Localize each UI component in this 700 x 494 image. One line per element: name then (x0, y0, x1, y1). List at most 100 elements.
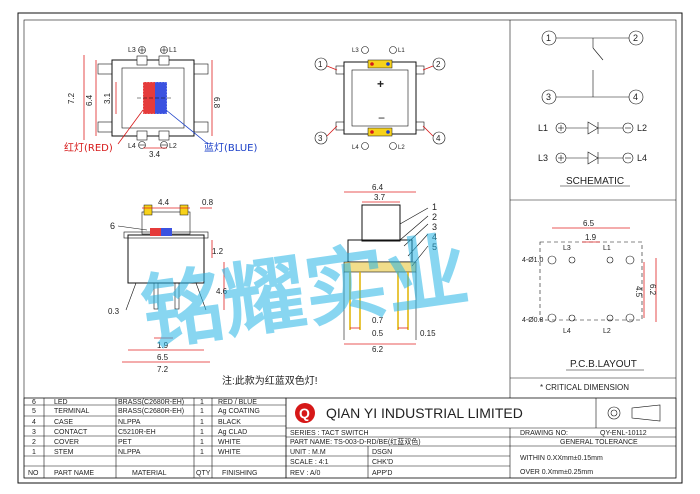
title-block: Q QIAN YI INDUSTRIAL LIMITED SERIES : TA… (285, 397, 677, 479)
blue-led-label: 蓝灯(BLUE) (204, 142, 257, 154)
side-dim-1-2: 1.2 (212, 247, 224, 256)
schematic: 1 2 3 4 L1 L2 L3 L4 SCHEMATIC (538, 30, 647, 187)
critical-dimension: * CRITICAL DIMENSION (540, 383, 629, 392)
bom-cell-qty: 1 (200, 439, 204, 446)
dim-6-8: 6.8 (212, 97, 221, 109)
pin-label-l3: L3 (128, 47, 136, 54)
side-callout-6: 6 (110, 221, 115, 231)
chkd-text: CHK'D (372, 459, 393, 466)
front-callout-5: 5 (432, 242, 437, 252)
pcb-hole-big: 4-Ø1.0 (522, 257, 544, 264)
bom-cell-no: 4 (32, 419, 36, 426)
bom-cell-material: NLPPA (118, 419, 141, 426)
sch-num-3: 3 (546, 92, 551, 102)
sw-num-2: 2 (436, 60, 441, 69)
bom-cell-name: CONTACT (54, 429, 88, 436)
bom-cell-no: 1 (32, 449, 36, 456)
dim-3-1: 3.1 (103, 92, 112, 104)
tolerance-over: OVER 0.Xmm±0.25mm (520, 469, 593, 476)
company-name: QIAN YI INDUSTRIAL LIMITED (326, 405, 523, 421)
front-callout-1: 1 (432, 202, 437, 212)
top-view-inner (121, 67, 185, 129)
bom-cell-qty: 1 (200, 429, 204, 436)
pcb-hole-small: 4-Ø0.8 (522, 317, 544, 324)
front-dim-6-2: 6.2 (372, 345, 384, 354)
sw-pin-l4: L4 (352, 145, 359, 151)
minus-sign: − (378, 111, 385, 125)
front-callout-3: 3 (432, 222, 437, 232)
bom-cell-name: TERMINAL (54, 408, 90, 415)
pcb-outline (539, 241, 643, 321)
bom-cell-name: STEM (54, 449, 74, 456)
bom-cell-finish: WHITE (218, 439, 241, 446)
side-dim-7-2: 7.2 (157, 365, 169, 374)
pcb-pin-l4: L4 (563, 328, 571, 335)
front-stem (361, 204, 401, 242)
bom-cell-qty: 1 (200, 399, 204, 406)
bom-cell-qty: 1 (200, 449, 204, 456)
watermark: 铭耀实业 (136, 223, 474, 363)
bom-hdr-name: PART NAME (54, 470, 94, 477)
plus-sign: + (377, 77, 384, 91)
appd-text: APP'D (372, 470, 392, 477)
sw-num-1: 1 (318, 60, 323, 69)
drawing-no-label: DRAWING NO: (520, 430, 568, 437)
rev-text: REV : A/0 (290, 470, 320, 477)
pcb-dim-4-5: 4.5 (634, 286, 643, 298)
note-text: 注:此款为红蓝双色灯! (222, 374, 318, 387)
bom-hdr-material: MATERIAL (132, 470, 167, 477)
logo-letter: Q (299, 405, 310, 421)
sw-pin-l2: L2 (398, 145, 405, 151)
tolerance-within: WITHIN 0.XXmm±0.15mm (520, 455, 603, 462)
sch-led-l1: L1 (538, 123, 548, 133)
front-callout-4: 4 (432, 232, 437, 242)
sch-led-l2: L2 (637, 123, 647, 133)
red-led-label: 红灯(RED) (64, 141, 113, 154)
sch-led-l3: L3 (538, 153, 548, 163)
pcb-pin-l2: L2 (603, 328, 611, 335)
bom-cell-finish: WHITE (218, 449, 241, 456)
front-callout-2: 2 (432, 212, 437, 222)
bom-cell-name: COVER (54, 439, 79, 446)
pin-label-l1: L1 (169, 47, 177, 54)
bom-cell-no: 5 (32, 408, 36, 415)
dim-6-4: 6.4 (85, 94, 94, 106)
front-dim-3-7: 3.7 (374, 193, 386, 202)
front-view: 1 2 3 4 5 6.4 3.7 0.7 0.5 0.15 6.2 (343, 183, 437, 354)
bom-cell-material: NLPPA (118, 449, 141, 456)
bom-cell-no: 3 (32, 429, 36, 436)
bom-cell-qty: 1 (200, 408, 204, 415)
bom-hdr-qty: QTY (196, 470, 211, 477)
side-dim-0-3: 0.3 (108, 307, 120, 316)
bom-cell-finish: BLACK (218, 419, 241, 426)
side-dim-6-5: 6.5 (157, 353, 169, 362)
drawing-no: QY-ENL-10112 (600, 430, 647, 437)
dsgn-text: DSGN (372, 449, 392, 456)
front-dim-0-7: 0.7 (372, 316, 384, 325)
bom-cell-material: C5210R-EH (118, 429, 156, 436)
bom-hdr-no: NO (28, 470, 39, 477)
side-view: 6 4.4 0.8 1.2 4.6 0.3 1.9 6.5 7.2 (108, 198, 228, 374)
pin-label-l4: L4 (128, 143, 136, 150)
sw-pin-l3: L3 (352, 48, 359, 54)
bom-cell-qty: 1 (200, 419, 204, 426)
side-dim-4-6: 4.6 (216, 287, 228, 296)
general-tolerance: GENERAL TOLERANCE (560, 439, 638, 446)
bom-cell-finish: Ag COATING (218, 408, 260, 415)
sch-led-l4: L4 (637, 153, 647, 163)
pcb-dim-1-9: 1.9 (585, 233, 597, 242)
series-text: SERIES : TACT SWITCH (290, 430, 369, 437)
bom-cell-name: LED (54, 399, 68, 406)
part-name-text: PART NAME: TS-003-D-RD/BE(红蓝双色) (290, 437, 421, 446)
front-dim-6-4: 6.4 (372, 183, 384, 192)
sw-num-3: 3 (318, 134, 323, 143)
bom-cell-name: CASE (54, 419, 73, 426)
pcb-pin-l3: L3 (563, 245, 571, 252)
sch-num-4: 4 (633, 92, 638, 102)
bom-cell-finish: RED / BLUE (218, 399, 257, 406)
side-dim-1-9: 1.9 (157, 341, 169, 350)
pcb-dim-6-2: 6.2 (648, 284, 657, 296)
pin-label-l2: L2 (169, 143, 177, 150)
sw-pin-l1: L1 (398, 48, 405, 54)
